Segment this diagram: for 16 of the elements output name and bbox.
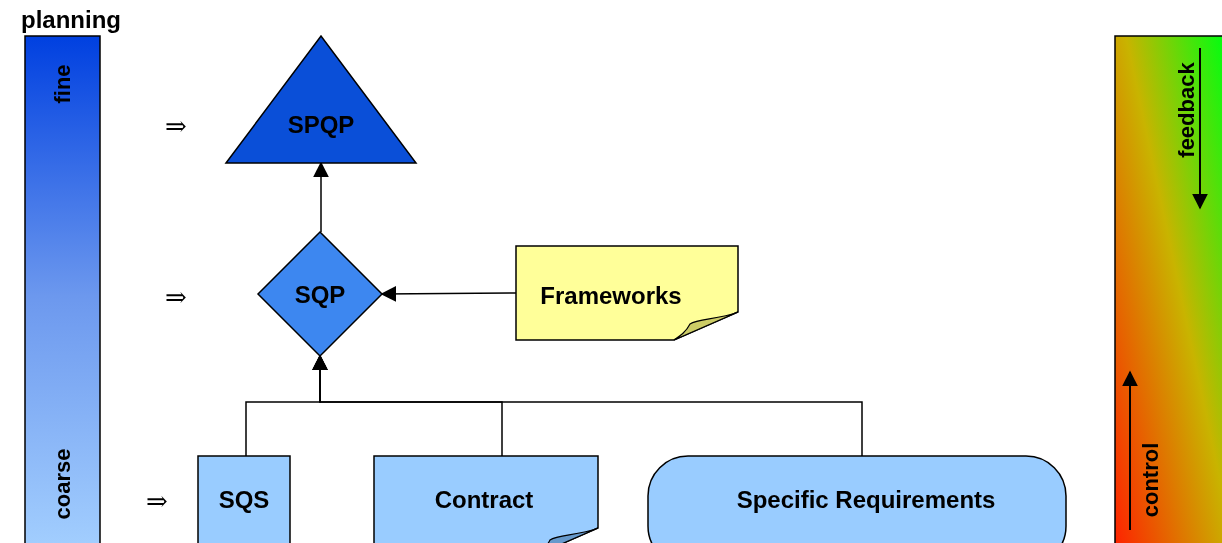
bar-label: fine	[52, 64, 74, 104]
bar-label: control	[1140, 442, 1162, 518]
node-label: SPQP	[287, 113, 355, 137]
arrow	[380, 285, 517, 302]
arrow	[312, 354, 863, 457]
node-label: Specific Requirements	[736, 488, 996, 512]
double-arrow-symbol: ⇒	[165, 284, 187, 310]
bar-label: feedback	[1176, 62, 1198, 158]
heading: planning	[21, 8, 121, 32]
double-arrow-symbol: ⇒	[146, 488, 168, 514]
node-label: Frameworks	[540, 284, 682, 308]
node-label: SQP	[294, 283, 346, 307]
node-label: SQS	[218, 488, 270, 512]
bar-label: coarse	[52, 448, 74, 520]
node-label: Contract	[434, 488, 534, 512]
double-arrow-symbol: ⇒	[165, 113, 187, 139]
